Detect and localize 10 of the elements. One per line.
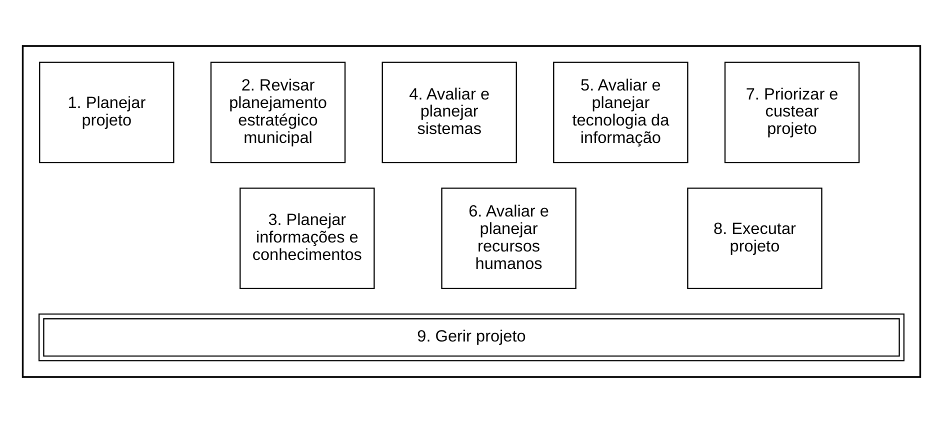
node-box: 1. Planejar projeto bbox=[39, 61, 174, 163]
node-box: 8. Executar projeto bbox=[687, 187, 822, 289]
node-box: 9. Gerir projeto bbox=[38, 312, 905, 361]
node-box: 6. Avaliar e planejar recursos humanos bbox=[441, 187, 576, 289]
node-box: 5. Avaliar e planejar tecnologia da informação bbox=[553, 61, 688, 163]
node-box: 3. Planejar informações e conhecimentos bbox=[240, 187, 375, 289]
cluster bbox=[22, 44, 922, 378]
node-box: 2. Revisar planejamento estratégico municipal bbox=[210, 61, 346, 163]
node-box: 7. Priorizar e custear projeto bbox=[724, 61, 860, 163]
node-box: 4. Avaliar e planejar sistemas bbox=[382, 61, 517, 163]
